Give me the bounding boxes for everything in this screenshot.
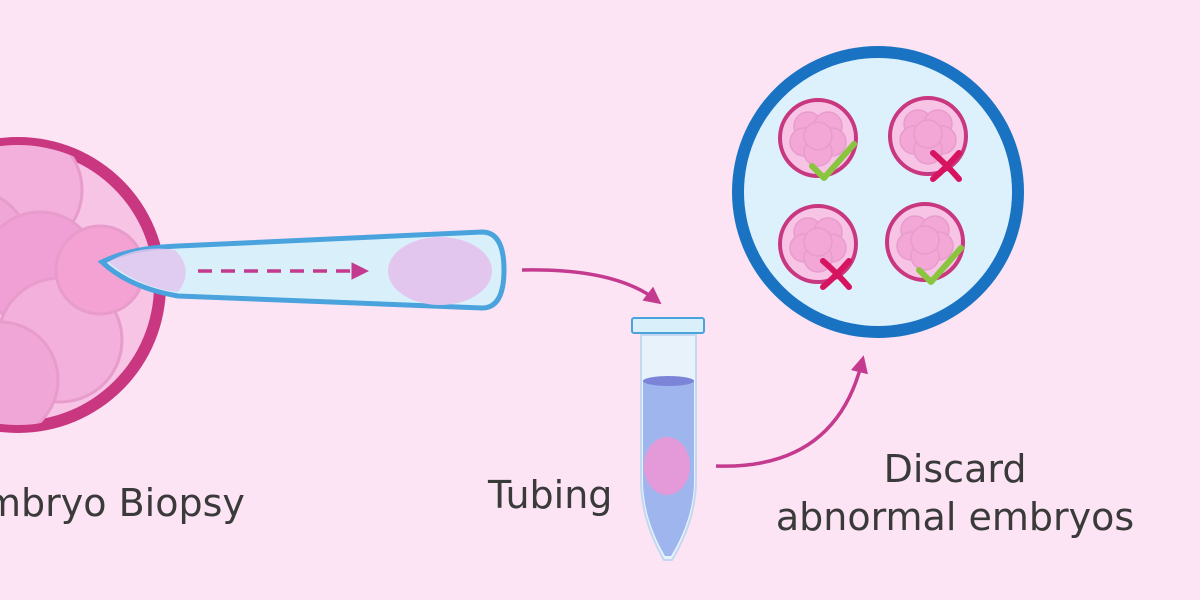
small-embryo-bottom-left	[778, 204, 858, 290]
aspirated-cell	[388, 237, 492, 305]
biopsy-pipette	[97, 229, 507, 311]
small-embryo-cell	[913, 119, 943, 149]
label-discard: Discard abnormal embryos	[760, 446, 1150, 541]
check-icon	[809, 141, 857, 181]
embryo	[0, 137, 166, 433]
small-embryo-top-left	[778, 98, 858, 181]
embryo-cells	[0, 145, 146, 425]
cross-icon	[930, 150, 962, 182]
petri-dish	[732, 46, 1024, 338]
small-embryo-bottom-right	[885, 202, 965, 285]
embryo-grid	[778, 96, 968, 290]
small-embryo-cell	[910, 225, 940, 255]
tube-liquid-surface	[643, 376, 694, 386]
arrow-to-tube	[521, 268, 662, 305]
small-embryo-cell	[803, 227, 833, 257]
pipette-tip-cell	[108, 248, 186, 292]
small-embryo-top-right	[888, 96, 968, 182]
tube	[631, 317, 705, 561]
small-embryo-cell	[803, 121, 833, 151]
sample-cell	[644, 437, 690, 495]
check-icon	[916, 245, 964, 285]
label-discard-line2: abnormal embryos	[775, 494, 1135, 539]
tube-cap	[631, 317, 705, 334]
label-discard-line1: Discard	[883, 447, 1027, 491]
label-embryo-biopsy: Embryo Biopsy	[0, 481, 245, 525]
arrow-to-dish	[715, 355, 868, 468]
cross-icon	[820, 258, 852, 290]
dish-interior	[744, 58, 1012, 326]
label-tubing: Tubing	[488, 473, 613, 517]
